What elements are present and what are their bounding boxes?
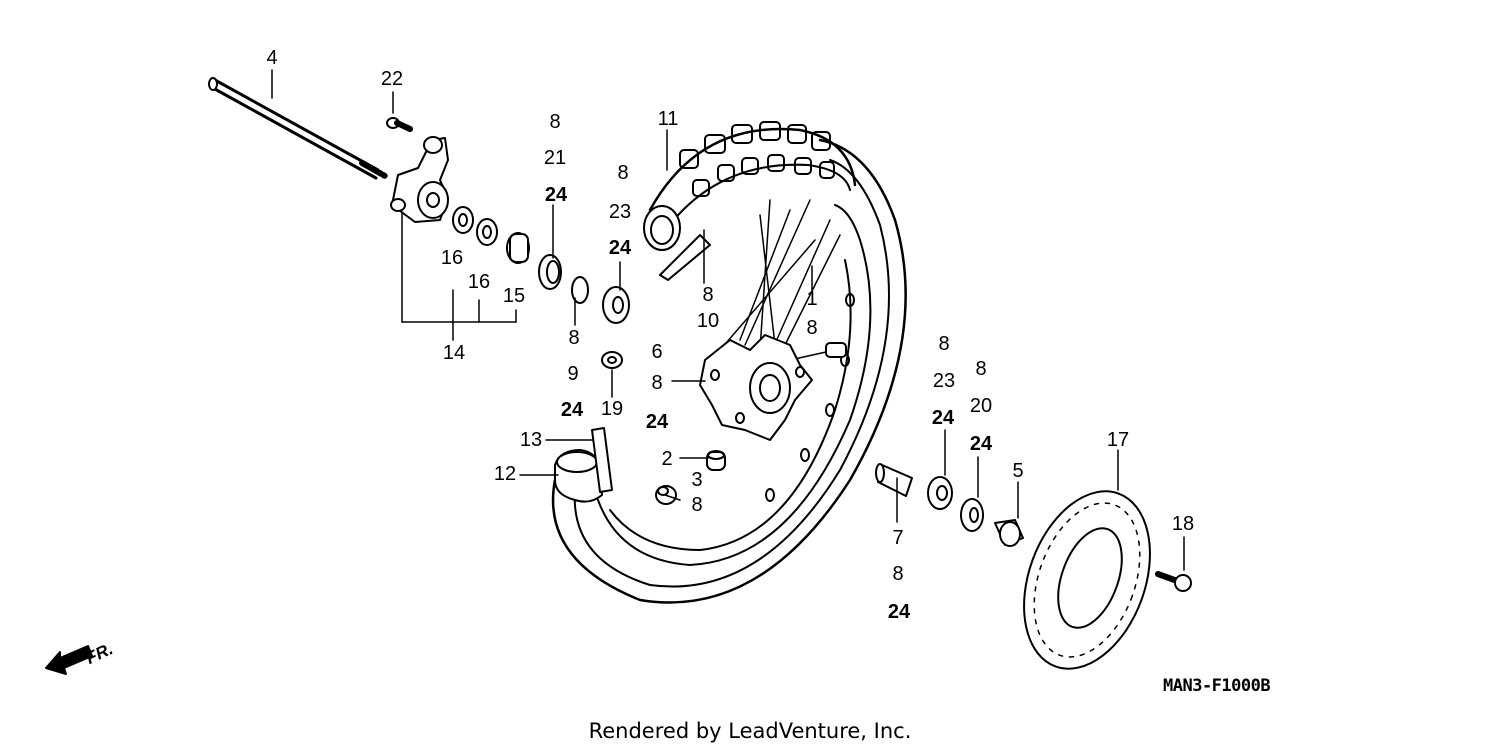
callout-24: 24 — [887, 601, 911, 623]
disc-bolt-part — [1155, 571, 1192, 592]
front-direction-arrow-icon — [45, 645, 93, 675]
callout-8: 8 — [691, 494, 703, 516]
washers-part — [452, 206, 530, 264]
callout-4: 4 — [266, 47, 278, 69]
callout-8: 8 — [617, 162, 629, 184]
tire-part — [643, 121, 857, 281]
callout-16: 16 — [467, 271, 491, 293]
collar-19-part — [601, 351, 623, 369]
callout-8: 8 — [975, 358, 987, 380]
callout-9: 9 — [567, 363, 579, 385]
axle-part — [208, 77, 388, 180]
callout-24: 24 — [560, 399, 584, 421]
spoke-nipple-part — [825, 342, 847, 358]
callout-7: 7 — [892, 527, 904, 549]
callout-24: 24 — [931, 407, 955, 429]
callout-18: 18 — [1171, 513, 1195, 535]
callout-8: 8 — [806, 317, 818, 339]
callout-8: 8 — [568, 327, 580, 349]
callout-13: 13 — [519, 429, 543, 451]
callout-11: 11 — [657, 108, 679, 130]
rim-strap-part — [554, 427, 613, 503]
footer-credit: Rendered by LeadVenture, Inc. — [588, 719, 912, 743]
bolt-22-part — [386, 117, 413, 132]
callout-24: 24 — [544, 184, 568, 206]
spokes-part — [719, 199, 841, 361]
callout-23: 23 — [608, 201, 632, 223]
callout-24: 24 — [969, 433, 993, 455]
callout-10: 10 — [696, 310, 720, 332]
callout-19: 19 — [600, 398, 624, 420]
speedometer-gearbox-part — [390, 136, 449, 223]
rim-part — [551, 138, 907, 604]
callout-6: 6 — [651, 341, 663, 363]
callout-20: 20 — [969, 395, 993, 417]
callout-bracket-14 — [401, 211, 517, 341]
callout-8: 8 — [549, 111, 561, 133]
callout-8: 8 — [702, 284, 714, 306]
callout-8: 8 — [651, 372, 663, 394]
callout-1: 1 — [806, 288, 818, 310]
callout-22: 22 — [380, 68, 404, 90]
brake-disc-part — [1023, 490, 1151, 670]
callout-8: 8 — [892, 563, 904, 585]
diagram-code: MAN3-F1000B — [1163, 676, 1271, 696]
callout-17: 17 — [1106, 429, 1130, 451]
callout-12: 12 — [493, 463, 517, 485]
hub-part — [699, 334, 813, 441]
callout-21: 21 — [543, 147, 567, 169]
callout-8: 8 — [938, 333, 950, 355]
callout-3: 3 — [691, 469, 703, 491]
callout-23: 23 — [932, 370, 956, 392]
leader-lines — [271, 69, 1185, 571]
callout-2: 2 — [661, 448, 673, 470]
callout-5: 5 — [1012, 460, 1024, 482]
callout-24: 24 — [608, 237, 632, 259]
callout-14: 14 — [442, 342, 466, 364]
callout-15: 15 — [502, 285, 526, 307]
callout-16: 16 — [440, 247, 464, 269]
callout-24: 24 — [645, 411, 669, 433]
right-side-parts — [875, 463, 1024, 547]
dust-seal-part — [538, 254, 630, 324]
